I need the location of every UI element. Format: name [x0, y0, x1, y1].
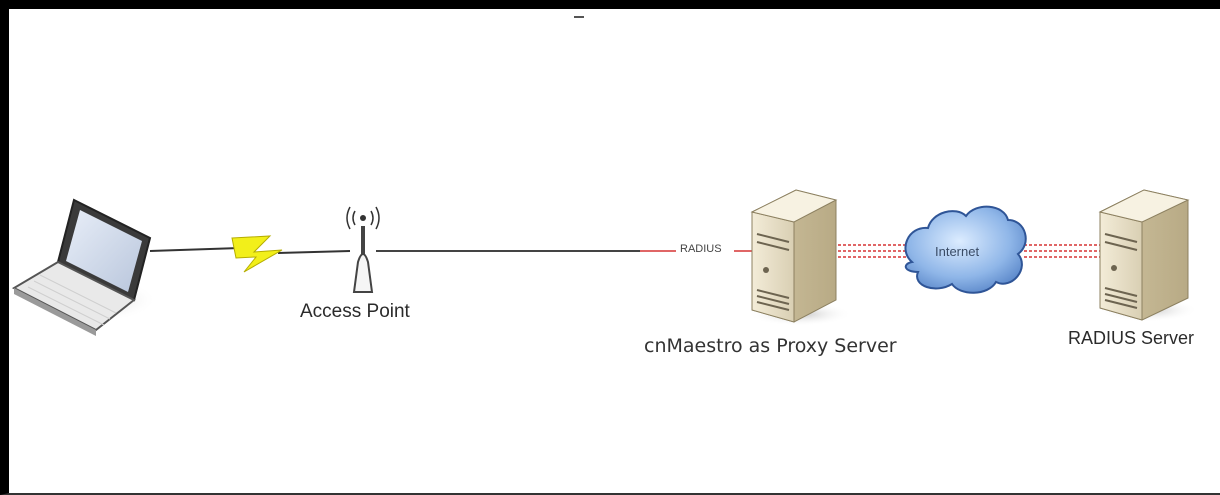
- server-icon: [748, 189, 852, 326]
- lightning-bolt-icon: [231, 235, 283, 273]
- cloud-icon: [904, 205, 1027, 294]
- radius-server-label: RADIUS Server: [1068, 328, 1195, 348]
- access-point-label: Access Point: [300, 301, 410, 322]
- internet-radius-link: [1024, 244, 1100, 258]
- laptop-icon: [11, 198, 157, 336]
- top-mark: [574, 16, 584, 18]
- proxy-internet-link: [838, 244, 912, 258]
- access-point-icon: [346, 206, 380, 293]
- server-icon: [1098, 189, 1198, 322]
- internet-label: Internet: [935, 244, 980, 259]
- ap-wireless-link: [277, 250, 351, 254]
- radius-link-label: RADIUS: [680, 243, 722, 255]
- proxy-server-label: cnMaestro as Proxy Server: [644, 335, 897, 357]
- laptop-link: [149, 247, 241, 252]
